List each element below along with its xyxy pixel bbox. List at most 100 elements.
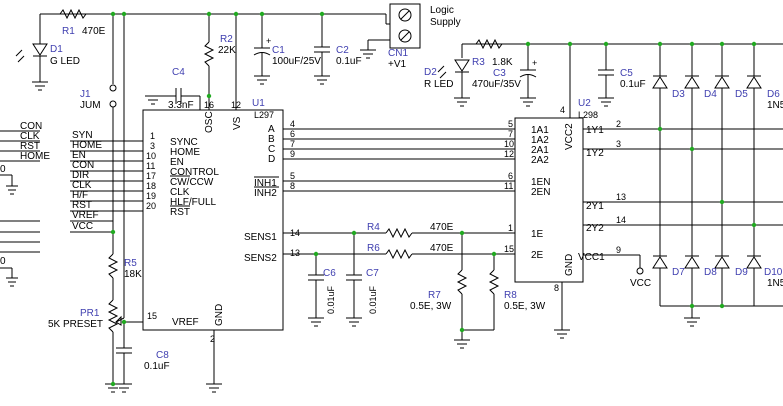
- u1-net-home: HOME: [72, 140, 102, 151]
- r2-ref: R2: [220, 34, 233, 45]
- u2-pin-num: 10: [504, 139, 514, 149]
- r7-value: 0.5E, 3W: [410, 301, 452, 312]
- ic-u1: U1 L297: [142, 98, 284, 331]
- u2-pin-num: 9: [616, 245, 621, 255]
- u2-pin-num: 3: [616, 139, 621, 149]
- u2-pin-name: 1A1: [531, 125, 549, 136]
- u2-pin-num: 11: [504, 181, 513, 191]
- u2-misc-pins: 4 VCC2 GND 8: [554, 105, 575, 339]
- u1-pin-name: SYNC: [170, 137, 198, 148]
- u2-pin-num: 5: [508, 119, 513, 129]
- u1-net-hf: H/F: [72, 190, 88, 201]
- r8-ref: R8: [504, 290, 517, 301]
- connector-cn1: Logic Supply CN1 +V1: [360, 3, 461, 70]
- c5-value: 0.1uF: [620, 79, 646, 90]
- vref-network: R5 18K PR1 5K PRESET C8 0.1uF: [48, 232, 170, 393]
- net-home: HOME: [20, 151, 50, 162]
- c1-value: 100uF/25V: [272, 56, 321, 67]
- u2-pin-name: 2A1: [531, 145, 549, 156]
- u1-pin-name: GND: [214, 304, 225, 326]
- diode-bridge-bottom: D7 D8 D9 D10 1N5: [652, 129, 783, 327]
- u1-pin-num: 18: [146, 181, 156, 191]
- u2-pin-num: 12: [504, 149, 514, 159]
- d3-ref: D3: [672, 89, 685, 100]
- resistor-r1: R1 470E: [59, 8, 106, 37]
- c2-value: 0.1uF: [336, 56, 362, 67]
- u1-pin-num: 16: [204, 100, 214, 110]
- u1-pin-name: D: [268, 154, 275, 165]
- net-cut-2: 0: [0, 256, 6, 267]
- u2-pin-num: 1: [508, 223, 513, 233]
- u2-pin-name: 2Y2: [586, 223, 604, 234]
- c7-value: 0.01uF: [368, 285, 378, 314]
- c7-ref: C7: [366, 268, 379, 279]
- c4-value: 3.3nF: [168, 100, 194, 111]
- u2-vcc2-pin: 4: [560, 105, 565, 115]
- u2-pin-name: 1Y2: [586, 148, 604, 159]
- u1-net-con: CON: [72, 160, 94, 171]
- u1-pin-num: 4: [290, 119, 295, 129]
- u2-pin-name: 1E: [531, 229, 544, 240]
- u1-pin-name: HOME: [170, 147, 200, 158]
- u2-pin-num: 13: [616, 192, 626, 202]
- c5-ref: C5: [620, 68, 633, 79]
- d1-ref: D1: [50, 44, 63, 55]
- r3-value: 1.8K: [492, 57, 513, 68]
- d5-ref: D5: [735, 89, 748, 100]
- c3-value: 470uF/35V: [472, 79, 521, 90]
- junction-dots: [110, 11, 757, 387]
- c3-ref: C3: [493, 68, 506, 79]
- u1-pin-num: 7: [290, 139, 295, 149]
- cn1-label-1: Logic: [430, 5, 454, 16]
- c3-plus: +: [532, 58, 537, 68]
- u1-pin-name: OSC: [204, 111, 215, 133]
- u1-pin-name: A: [268, 124, 275, 135]
- u1-pin-num: 10: [146, 151, 156, 161]
- u1-net-clk: CLK: [72, 180, 92, 191]
- u2-gnd-pin: 8: [554, 283, 559, 293]
- capacitor-c1: + C1 100uF/25V: [253, 14, 321, 85]
- u1-pin-name: B: [268, 134, 275, 145]
- d2-value: R LED: [424, 79, 453, 90]
- resistor-r3: R3 1.8K: [472, 38, 513, 68]
- d8-ref: D8: [704, 267, 717, 278]
- u1-pin-name: CONTROL: [170, 167, 219, 178]
- d2-ref: D2: [424, 67, 437, 78]
- net-con: CON: [20, 121, 42, 132]
- u2-pin-num: 2: [616, 119, 621, 129]
- r1-ref: R1: [62, 26, 75, 37]
- u1-pin-name: CW/CCW: [170, 177, 214, 188]
- u1-pin-num: 15: [147, 311, 157, 321]
- diode-bridge-top: D3 D4 D5 D6 1N5: [652, 44, 783, 225]
- cn1-value: +V1: [388, 59, 407, 70]
- c1-plus: +: [266, 36, 271, 46]
- u1-pin-name: EN: [170, 157, 184, 168]
- u1-pin-num: 8: [290, 181, 295, 191]
- u1-pin-name: VREF: [172, 317, 199, 328]
- u1-pin-num: 20: [146, 201, 156, 211]
- u1-net-vref: VREF: [72, 210, 99, 221]
- u1-pin-name: C: [268, 144, 275, 155]
- u1-pin-num: 5: [290, 171, 295, 181]
- r6-ref: R6: [367, 243, 380, 254]
- u1-pin-name: SENS1: [244, 232, 277, 243]
- u2-ref: U2: [578, 98, 591, 109]
- capacitor-c5: C5 0.1uF: [598, 44, 646, 107]
- led-d2: D2 R LED: [424, 59, 470, 107]
- u1-pin-num: 1: [150, 131, 155, 141]
- u1-pin-name: RST: [170, 207, 190, 218]
- r3-ref: R3: [472, 57, 485, 68]
- pr1-ref: PR1: [80, 308, 100, 319]
- u2-left-pins: 5 7 10 12 6 11 1 15 1A1 1A2 2A1 2A2 1EN …: [504, 119, 550, 261]
- u1-pin-num: 17: [146, 171, 156, 181]
- u1-net-vcc: VCC: [72, 221, 93, 232]
- r1-value: 470E: [82, 26, 106, 37]
- u1-pin-num: 19: [146, 191, 156, 201]
- d7-ref: D7: [672, 267, 685, 278]
- logic-supply-rail: [39, 13, 390, 50]
- u2-gnd-name: GND: [564, 254, 575, 276]
- u2-pin-num: 7: [508, 129, 513, 139]
- r6-value: 470E: [430, 243, 454, 254]
- u1-value: L297: [254, 110, 274, 120]
